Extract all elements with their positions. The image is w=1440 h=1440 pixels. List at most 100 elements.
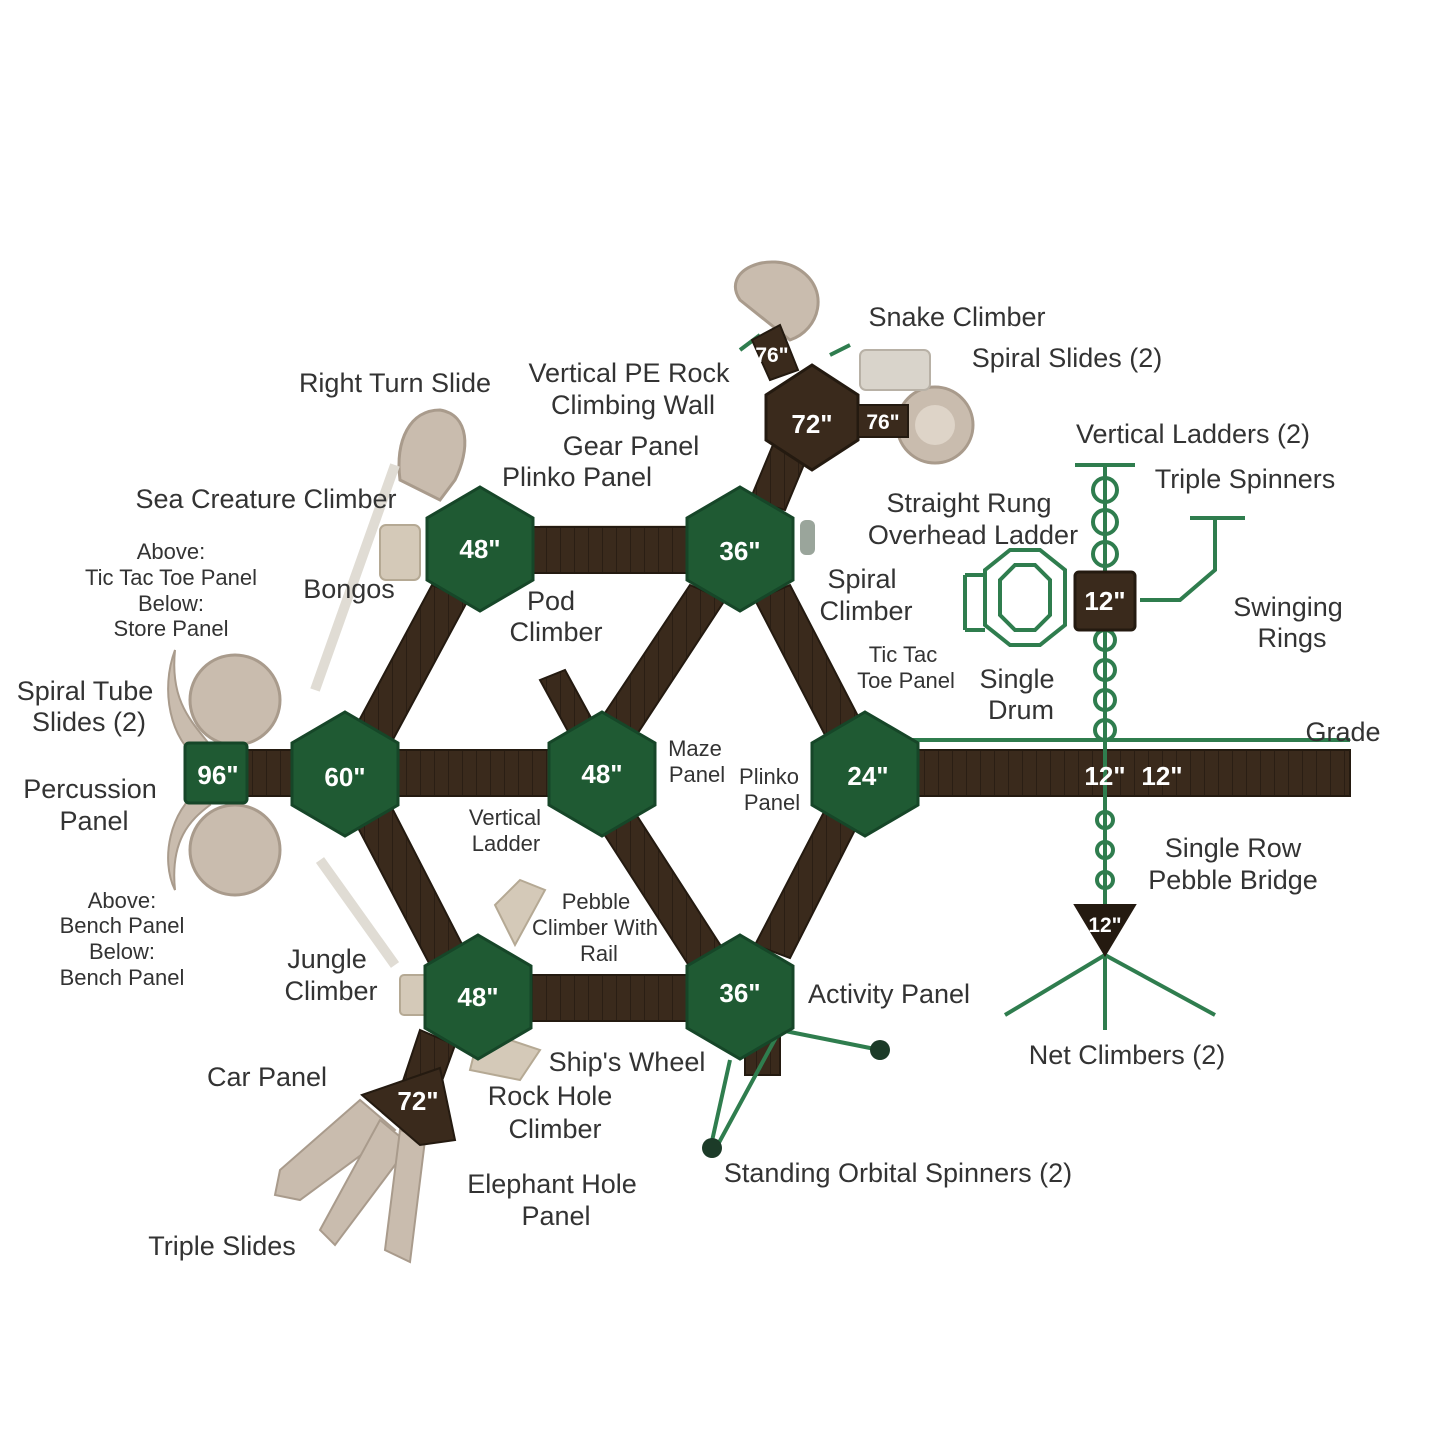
label-rock-hole-1: Rock Hole bbox=[488, 1081, 613, 1111]
climbers-and-panels bbox=[379, 520, 815, 1082]
label-spiral-tube-2: Slides (2) bbox=[32, 707, 146, 737]
label-vertical-ladders: Vertical Ladders (2) bbox=[1076, 419, 1310, 449]
label-jungle-1: Jungle bbox=[287, 944, 367, 974]
deck-96: 96" bbox=[183, 741, 249, 805]
label-maze-1: Maze bbox=[668, 736, 722, 761]
deck-label: 60" bbox=[324, 762, 365, 792]
deck-label: 48" bbox=[457, 982, 498, 1012]
label-vertical-ladder-1: Vertical bbox=[469, 805, 541, 830]
deck-label: 76" bbox=[866, 411, 899, 434]
label-jungle-2: Climber bbox=[284, 976, 377, 1006]
label-maze-2: Panel bbox=[669, 762, 725, 787]
label-spiral-slides: Spiral Slides (2) bbox=[972, 343, 1163, 373]
label-triple-spinners: Triple Spinners bbox=[1155, 464, 1336, 494]
deck-72-bottom: 72" bbox=[360, 1066, 457, 1147]
label-vertical-ladder-2: Ladder bbox=[472, 831, 541, 856]
deck-label: 36" bbox=[719, 978, 760, 1008]
walkway-60-48-bottom bbox=[353, 806, 467, 967]
label-plinko-panel-top: Plinko Panel bbox=[502, 462, 652, 492]
label-swinging-1: Swinging bbox=[1233, 592, 1343, 622]
label-swinging-2: Rings bbox=[1257, 623, 1326, 653]
right-turn-slide bbox=[397, 408, 467, 502]
label-spiral-tube-1: Spiral Tube bbox=[17, 676, 154, 706]
label-sea-creature: Sea Creature Climber bbox=[135, 484, 396, 514]
label-tic-tac-2: Toe Panel bbox=[857, 668, 955, 693]
deck-60: 60" bbox=[290, 710, 400, 838]
deck-12-mid: 12" 12" bbox=[1084, 761, 1182, 791]
label-right-turn-slide: Right Turn Slide bbox=[299, 368, 491, 398]
label-vertical-pe-2: Climbing Wall bbox=[551, 390, 715, 420]
label-pebble-2: Climber With bbox=[532, 915, 658, 940]
label-ships-wheel: Ship's Wheel bbox=[549, 1047, 706, 1077]
walkway-48-36 bbox=[519, 526, 701, 574]
label-single-row-2: Pebble Bridge bbox=[1148, 865, 1318, 895]
label-single-drum-1: Single bbox=[979, 664, 1054, 694]
walkway-24-36b bbox=[753, 808, 862, 960]
label-car-panel: Car Panel bbox=[207, 1062, 327, 1092]
label-spiral-climber-2: Climber bbox=[819, 596, 912, 626]
label-triple-slides: Triple Slides bbox=[148, 1231, 296, 1261]
label-rock-hole-2: Climber bbox=[508, 1114, 601, 1144]
deck-48-center: 48" bbox=[547, 710, 657, 838]
deck-label: 36" bbox=[719, 536, 760, 566]
deck-label: 76" bbox=[755, 344, 788, 367]
label-elephant-1: Elephant Hole bbox=[467, 1169, 637, 1199]
label-elephant-2: Panel bbox=[521, 1201, 590, 1231]
walkway-24-east bbox=[914, 749, 1351, 797]
deck-label: 72" bbox=[397, 1086, 438, 1116]
label-above-2: Tic Tac Toe Panel bbox=[85, 565, 257, 590]
deck-label: 96" bbox=[197, 760, 238, 790]
label-pebble-3: Rail bbox=[580, 941, 618, 966]
label-plinko-mid-2: Panel bbox=[744, 790, 800, 815]
deck-12-top: 12" bbox=[1073, 570, 1137, 632]
spiral-slides-top bbox=[733, 260, 975, 465]
walkway-48-36-bottom bbox=[519, 974, 701, 1022]
label-above2-2: Bench Panel bbox=[60, 913, 185, 938]
equipment-lines bbox=[708, 333, 1350, 1151]
deck-76-b: 76" bbox=[857, 404, 909, 438]
label-gear-panel: Gear Panel bbox=[563, 431, 700, 461]
deck-label: 48" bbox=[581, 759, 622, 789]
label-single-row-1: Single Row bbox=[1165, 833, 1302, 863]
deck-label: 72" bbox=[791, 409, 832, 439]
label-percussion-1: Percussion bbox=[23, 774, 157, 804]
deck-label: 12" bbox=[1141, 761, 1182, 791]
deck-76-a: 76" bbox=[750, 323, 800, 382]
label-tic-tac-1: Tic Tac bbox=[869, 642, 937, 667]
deck-48-bottom-left: 48" bbox=[423, 933, 533, 1061]
label-standing-orbital: Standing Orbital Spinners (2) bbox=[724, 1158, 1072, 1188]
deck-label: 12" bbox=[1084, 761, 1125, 791]
label-straight-rung-2: Overhead Ladder bbox=[868, 520, 1078, 550]
label-snake-climber: Snake Climber bbox=[868, 302, 1045, 332]
label-above2-3: Below: bbox=[89, 939, 155, 964]
label-vertical-pe-1: Vertical PE Rock bbox=[528, 358, 730, 388]
label-pod-1: Pod bbox=[527, 586, 575, 616]
labels: Snake Climber Spiral Slides (2) Vertical… bbox=[17, 302, 1381, 1261]
label-plinko-mid-1: Plinko bbox=[739, 764, 799, 789]
label-above-1: Above: bbox=[137, 539, 206, 564]
deck-24: 24" bbox=[810, 710, 920, 838]
spiral-tube-slides bbox=[167, 649, 282, 897]
label-pebble-1: Pebble bbox=[562, 889, 631, 914]
walkway-48-60 bbox=[353, 583, 470, 747]
label-activity-panel: Activity Panel bbox=[808, 979, 970, 1009]
label-spiral-climber-1: Spiral bbox=[827, 564, 896, 594]
label-net-climbers: Net Climbers (2) bbox=[1029, 1040, 1226, 1070]
label-pod-2: Climber bbox=[509, 617, 602, 647]
deck-label: 24" bbox=[847, 761, 888, 791]
deck-label: 12" bbox=[1084, 586, 1125, 616]
spinner-discs bbox=[702, 1040, 890, 1158]
deck-48-top-left: 48" bbox=[425, 485, 535, 613]
label-above2-1: Above: bbox=[88, 888, 157, 913]
walkway-60-48 bbox=[394, 749, 571, 797]
deck-label: 48" bbox=[459, 534, 500, 564]
label-above-4: Store Panel bbox=[114, 616, 229, 641]
label-single-drum-2: Drum bbox=[988, 695, 1054, 725]
label-above-3: Below: bbox=[138, 591, 204, 616]
deck-36-bottom: 36" bbox=[685, 933, 795, 1061]
deck-label: 12" bbox=[1088, 914, 1121, 937]
label-grade: Grade bbox=[1305, 717, 1380, 747]
deck-72-top: 72" bbox=[764, 363, 860, 472]
label-above2-4: Bench Panel bbox=[60, 965, 185, 990]
